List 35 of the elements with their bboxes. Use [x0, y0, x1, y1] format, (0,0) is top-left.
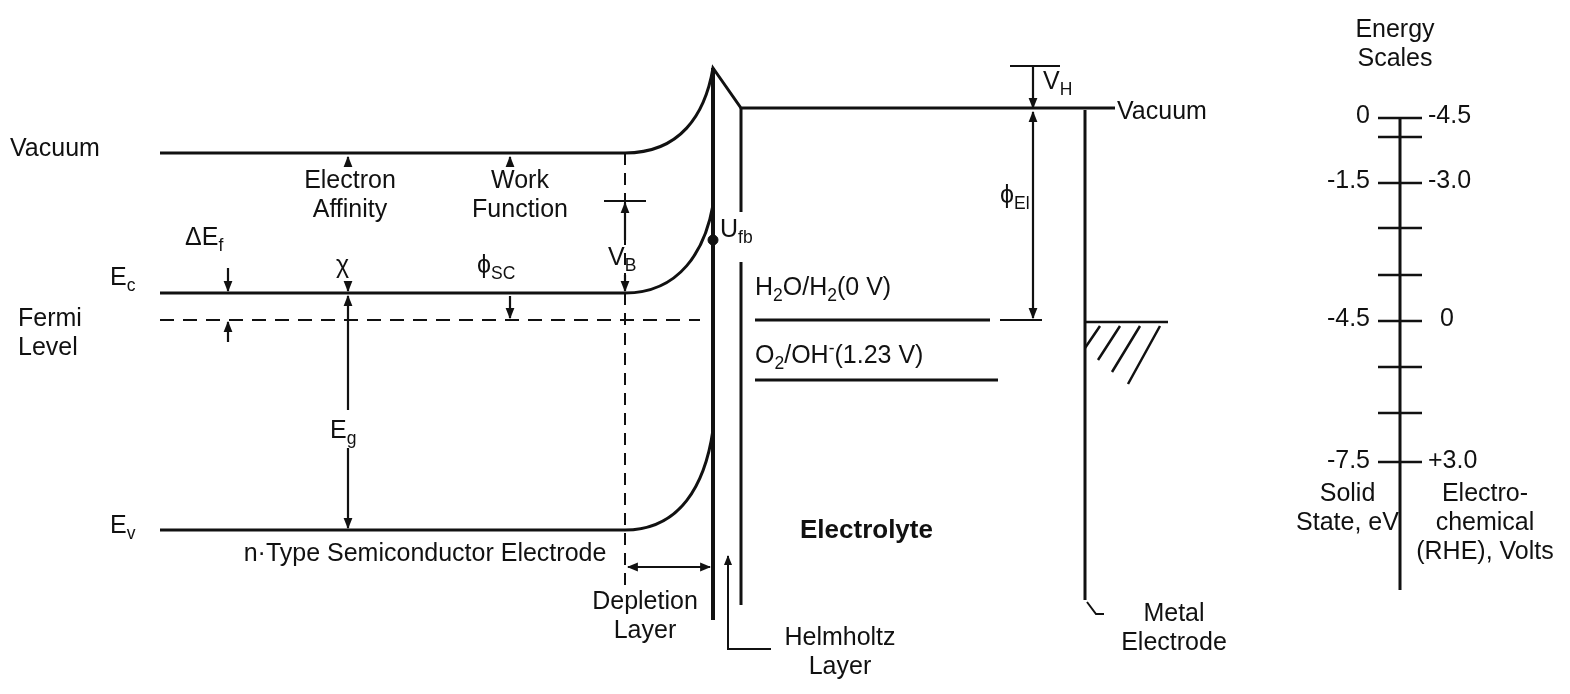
- layer-label: Helmholtz Layer: [765, 622, 915, 680]
- diagram-label: E$_{v}$: [110, 510, 136, 544]
- diagram-label: χ: [336, 250, 350, 279]
- diagram-label: -7.5: [1325, 445, 1370, 474]
- diagram-label: ϕ$_{SC}$: [477, 250, 516, 284]
- leader-line: [724, 555, 772, 650]
- diagram-label: V$_{B}$: [608, 242, 637, 276]
- diagram-label: Fermi Level: [18, 303, 83, 361]
- diagram-label: E$_{c}$: [110, 262, 136, 296]
- diagram-label: Electro- chemical (RHE), Volts: [1415, 478, 1555, 565]
- diagram-label: -4.5: [1428, 100, 1472, 129]
- diagram-label: Work Function: [471, 165, 569, 223]
- diagram-label: 0: [1440, 303, 1454, 332]
- diagram-label: 0: [1355, 100, 1370, 129]
- diagram-label: ϕ$_{El}$: [1000, 180, 1030, 214]
- diagram-label: +3.0: [1428, 445, 1478, 474]
- diagram-label: Energy Scales: [1354, 14, 1436, 72]
- diagram-label: -4.5: [1325, 303, 1370, 332]
- diagram-label: -1.5: [1325, 165, 1370, 194]
- layer-label: Metal Electrode: [1104, 598, 1244, 656]
- diagram-label: Depletion Layer: [591, 586, 699, 644]
- diagram-label: n·Type Semiconductor Electrode: [242, 538, 608, 567]
- diagram-label: Electrolyte: [800, 515, 933, 545]
- diagram-label: V$_{H}$: [1043, 66, 1073, 100]
- diagram-label: E$_{g}$: [330, 415, 357, 449]
- diagram-label: Electron Affinity: [303, 165, 397, 223]
- diagram-label: U$_{fb}$: [720, 214, 753, 248]
- diagram-label: ΔE$_{f}$: [185, 222, 224, 256]
- diagram-label: Vacuum: [1117, 96, 1207, 125]
- diagram-label: -3.0: [1428, 165, 1472, 194]
- diagram-label: O$_{2}$/OH$^{-}$(1.23 V): [755, 338, 924, 374]
- diagram-label: Solid State, eV: [1295, 478, 1400, 536]
- leader-line: [1086, 601, 1105, 615]
- diagram-label: H$_{2}$O/H$_{2}$(0 V): [755, 272, 892, 306]
- diagram-label: Vacuum: [10, 133, 100, 162]
